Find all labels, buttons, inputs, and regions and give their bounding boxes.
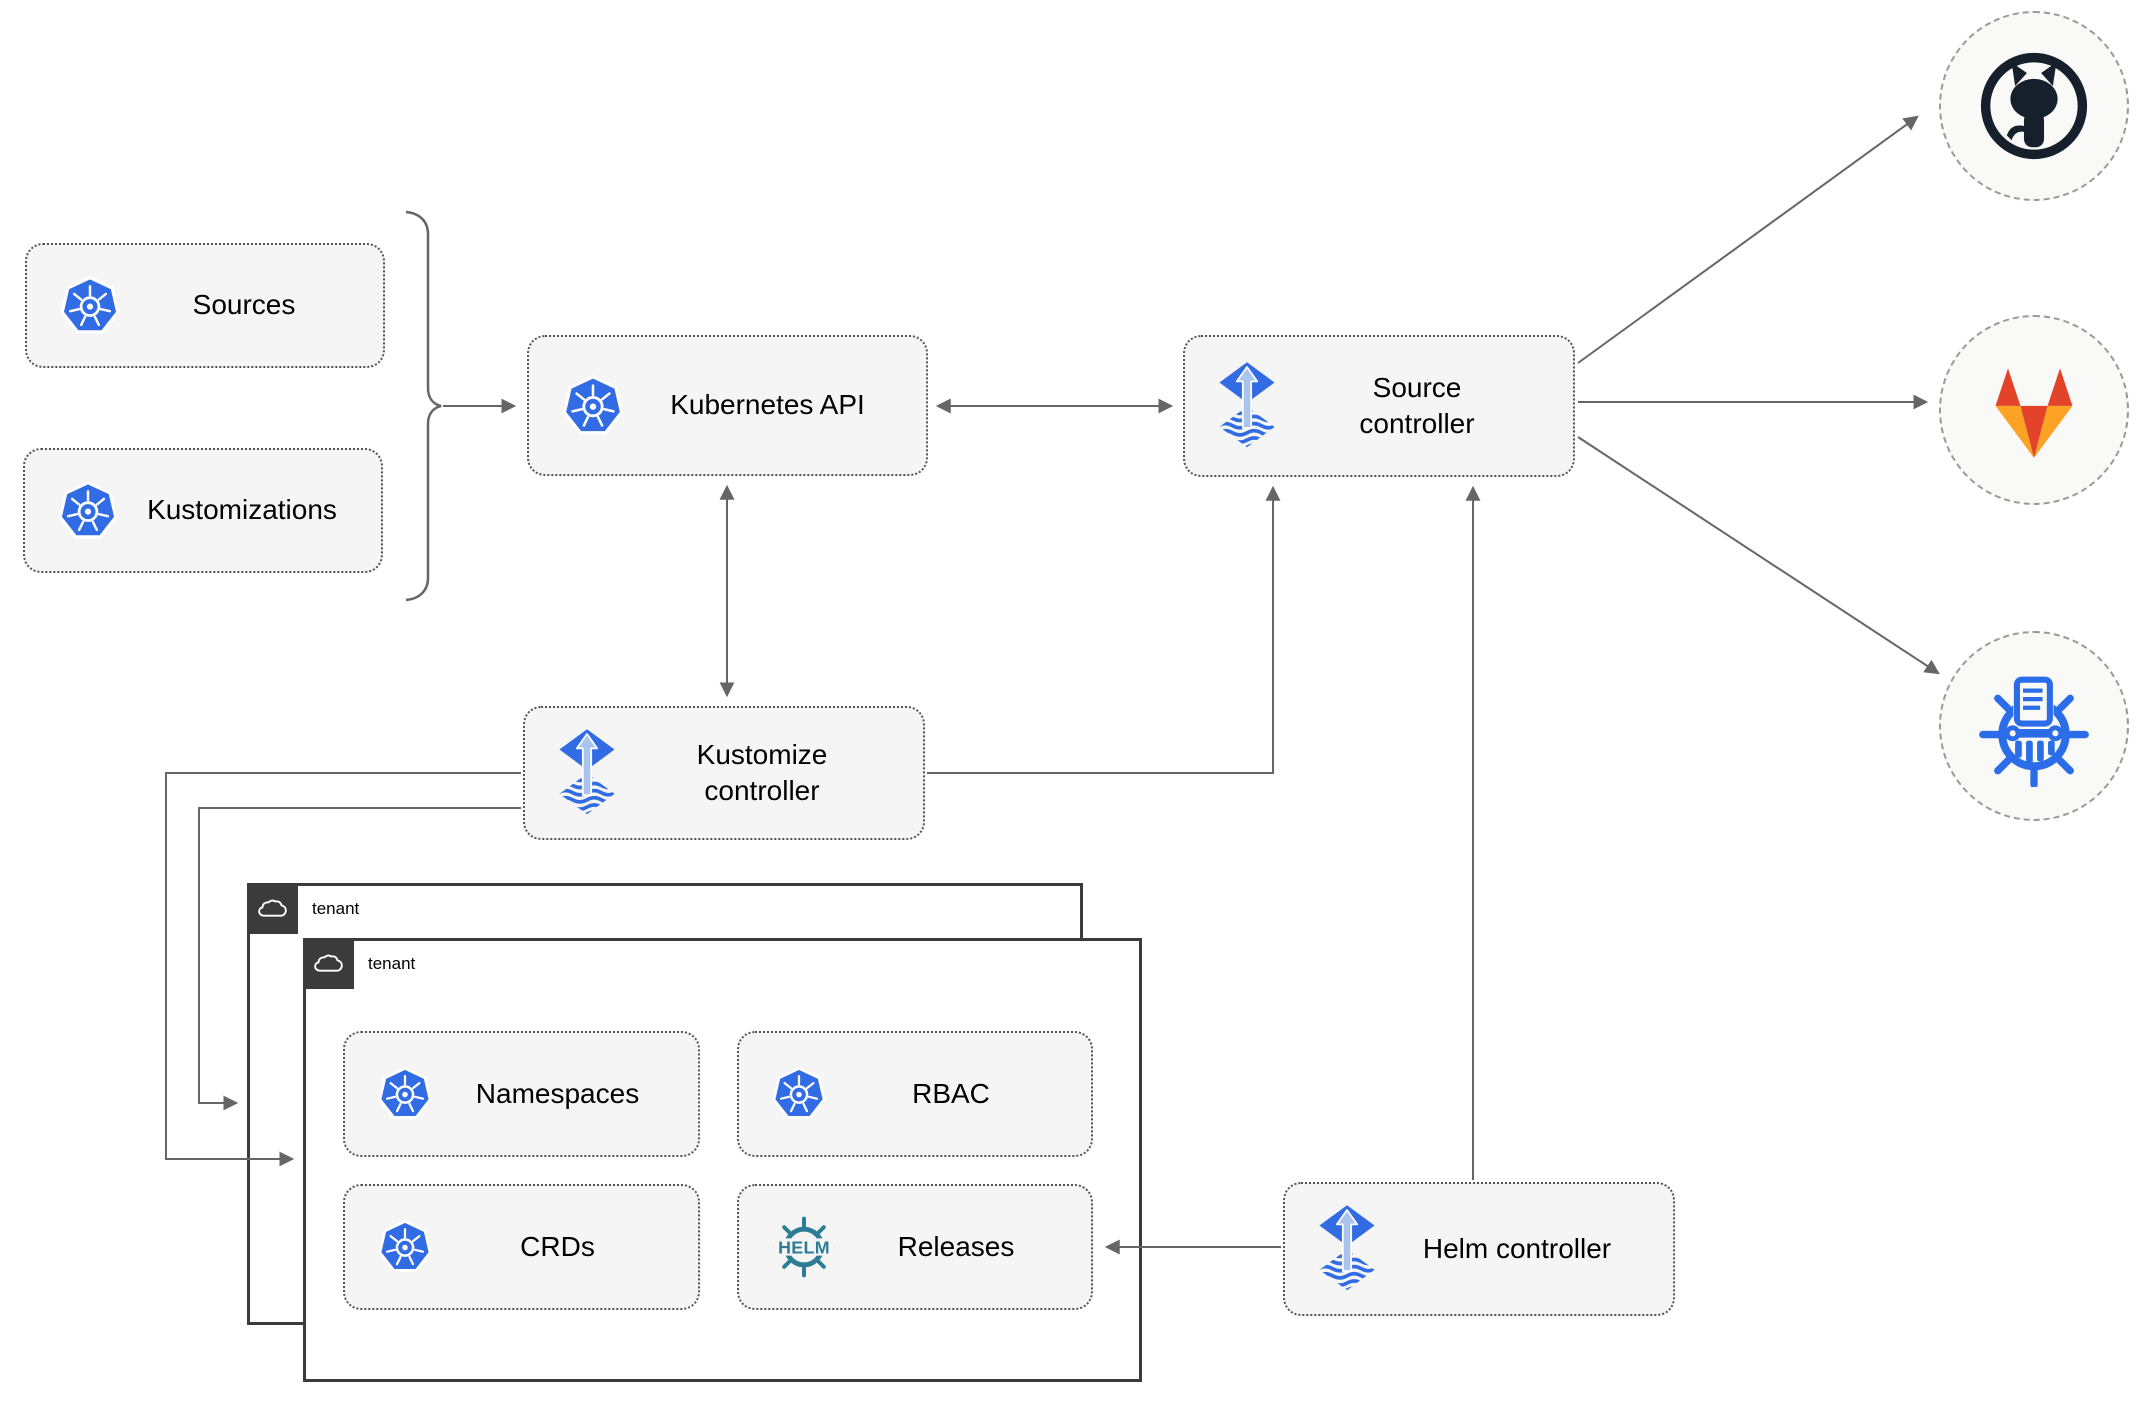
node-label: Kustomize controller <box>696 738 828 806</box>
node-label: Kustomizations <box>147 494 337 526</box>
tenant-label: tenant <box>312 898 360 918</box>
flux-icon <box>1317 1204 1377 1295</box>
gitlab-icon <box>1995 368 2073 458</box>
flux-icon <box>557 728 617 819</box>
node-label: Helm controller <box>1422 1232 1612 1264</box>
kubernetes-icon <box>59 274 121 338</box>
node-label: Kubernetes API <box>670 389 865 421</box>
kubernetes-icon <box>57 479 119 543</box>
connector-source-to-github <box>1577 115 1919 364</box>
node-label: Source controller <box>1359 371 1475 439</box>
tenant-tab <box>303 938 354 989</box>
node-kustomizations: Kustomizations <box>23 448 383 573</box>
helm-wordmark: HELM <box>778 1238 830 1258</box>
endpoint-github <box>1939 11 2129 201</box>
node-source-controller: Source controller <box>1183 335 1575 477</box>
node-crds: CRDs <box>343 1184 700 1310</box>
node-kustomize-controller: Kustomize controller <box>523 706 925 840</box>
kubernetes-icon <box>377 1065 433 1123</box>
node-label: RBAC <box>912 1077 990 1109</box>
connector-source-to-chartmuseum <box>1577 436 1940 675</box>
node-sources: Sources <box>25 243 385 368</box>
node-rbac: RBAC <box>737 1031 1093 1157</box>
kubernetes-icon <box>771 1065 827 1123</box>
endpoint-chartmuseum <box>1939 631 2129 821</box>
flux-icon <box>1217 361 1277 452</box>
cloud-icon <box>257 898 288 919</box>
node-label: Releases <box>897 1230 1015 1262</box>
tenant-label: tenant <box>368 953 416 973</box>
node-label: Sources <box>192 289 296 321</box>
brace-sources-kustomizations <box>405 210 442 602</box>
github-icon <box>1980 52 2088 160</box>
node-label: CRDs <box>520 1230 595 1262</box>
node-namespaces: Namespaces <box>343 1031 700 1157</box>
kubernetes-icon <box>377 1218 433 1276</box>
chartmuseum-icon <box>1979 675 2089 787</box>
cloud-icon <box>313 953 344 974</box>
kubernetes-icon <box>561 373 625 439</box>
node-label: Namespaces <box>475 1077 640 1109</box>
node-releases: HELM Releases <box>737 1184 1093 1310</box>
helm-icon: HELM <box>771 1214 837 1280</box>
tenant-group-inner: tenant <box>303 938 1142 1382</box>
tenant-tab <box>247 883 298 934</box>
node-helm-controller: Helm controller <box>1283 1182 1675 1316</box>
node-kubernetes-api: Kubernetes API <box>527 335 928 476</box>
connector-kustomize-to-source-controller <box>927 485 1281 774</box>
endpoint-gitlab <box>1939 315 2129 505</box>
